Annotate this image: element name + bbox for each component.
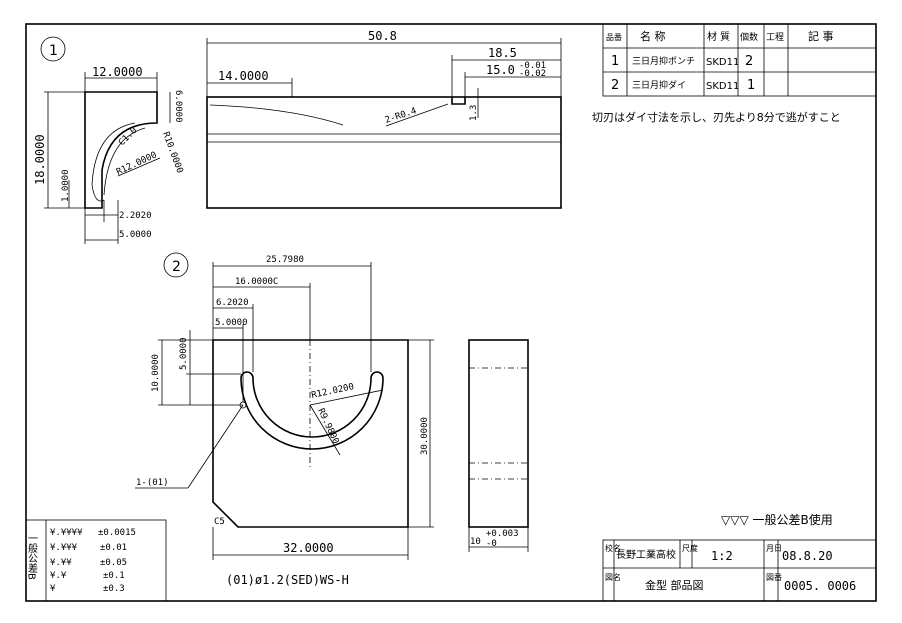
part2-label: 2 bbox=[172, 259, 181, 275]
dim-15: 15.0 bbox=[486, 63, 515, 77]
tb-scale: 1:2 bbox=[711, 549, 733, 563]
dim-5: 5.0000 bbox=[119, 230, 152, 240]
table-header-process: 工程 bbox=[766, 32, 784, 43]
callout-01: 1-(01) bbox=[136, 478, 169, 488]
dim-2202: 2.2020 bbox=[119, 211, 152, 221]
dim-thickness-tol-lower: -0 bbox=[486, 539, 497, 549]
tol-val-3: ±0.1 bbox=[103, 571, 125, 581]
view1-side: 2-R0.4 50.8 14.0000 18.5 15.0 -0.01 -0.0… bbox=[206, 29, 562, 209]
view2-front: R12.0200 R9.9800 C5 1-(01) 25.7980 16.00… bbox=[135, 255, 434, 587]
dim-1-3: 1.3 bbox=[469, 105, 479, 121]
table-header-name: 名 称 bbox=[640, 29, 666, 43]
dim-r9-98: R9.9800 bbox=[315, 407, 340, 446]
dim-16: 16.0000C bbox=[235, 277, 278, 287]
dim-18-5: 18.5 bbox=[488, 46, 517, 60]
tolerance-box: 一般公差B ¥.¥¥¥¥ ±0.0015 ¥.¥¥¥ ±0.01 ¥.¥¥ ±0… bbox=[26, 519, 167, 602]
dim-c5: C5 bbox=[214, 517, 225, 527]
dim-25-798: 25.7980 bbox=[266, 255, 304, 265]
title-block: 校名 長野工業高校 尺度 1:2 月日 08.8.20 図名 金型 部品図 図番… bbox=[602, 539, 877, 602]
tb-drawing-number: 0005. 0006 bbox=[784, 579, 856, 593]
part1-balloon bbox=[40, 36, 66, 62]
tol-val-0: ±0.0015 bbox=[98, 528, 136, 538]
table-row2-no: 2 bbox=[611, 78, 619, 93]
cutting-note: 切刃はダイ寸法を示し、刃先より8分で逃がすこと bbox=[592, 110, 841, 124]
dim-5-y: 5.0000 bbox=[179, 337, 189, 370]
view1-front: 12.0000 6.0000 R10.0000 C1.0 R12.0000 18… bbox=[33, 65, 184, 244]
dim-6-202: 6.2020 bbox=[216, 298, 249, 308]
tol-fmt-1: ¥.¥¥¥ bbox=[50, 543, 78, 553]
dim-r12: R12.0000 bbox=[115, 150, 159, 177]
dim-thickness: 10 bbox=[470, 537, 481, 547]
tol-fmt-4: ¥ bbox=[50, 584, 56, 594]
tb-scale-label: 尺度 bbox=[682, 543, 698, 553]
tol-val-4: ±0.3 bbox=[103, 584, 125, 594]
tb-drawing-name: 金型 部品図 bbox=[645, 578, 704, 592]
table-row1-name: 三日月抑ポンチ bbox=[632, 55, 695, 67]
dim-14: 14.0000 bbox=[218, 69, 269, 83]
dim-32: 32.0000 bbox=[283, 541, 334, 555]
dim-15-tol-upper: -0.01 bbox=[519, 61, 546, 71]
dim-r12-02: R12.0200 bbox=[311, 382, 355, 401]
tolerance-title: 一般公差B bbox=[26, 533, 38, 580]
table-header-qty: 個数 bbox=[740, 31, 758, 43]
table-row2-qty: 1 bbox=[747, 78, 755, 93]
table-header-remarks: 記 事 bbox=[808, 29, 834, 43]
dim-10: 10.0000 bbox=[151, 354, 161, 392]
dim-50-8: 50.8 bbox=[368, 29, 397, 43]
tb-drawing-label: 図名 bbox=[605, 572, 621, 582]
parts-table: 品番 名 称 材 質 個数 工程 記 事 1 三日月抑ポンチ SKD11 2 2… bbox=[602, 23, 877, 97]
finish-note: ▽▽▽ 一般公差B使用 bbox=[721, 512, 833, 527]
tol-fmt-2: ¥.¥¥ bbox=[50, 558, 72, 568]
tol-fmt-0: ¥.¥¥¥¥ bbox=[50, 528, 83, 538]
dim-fillet: 2-R0.4 bbox=[384, 106, 418, 126]
dim-6: 6.0000 bbox=[173, 90, 183, 123]
table-header-no: 品番 bbox=[606, 32, 622, 42]
view2-side: 10 +0.003 -0 bbox=[468, 339, 529, 552]
tol-val-1: ±0.01 bbox=[100, 543, 127, 553]
dim-thickness-tol-upper: +0.003 bbox=[486, 529, 519, 539]
tol-fmt-3: ¥.¥ bbox=[50, 571, 67, 581]
dim-c1: C1.0 bbox=[117, 126, 139, 148]
tol-val-2: ±0.05 bbox=[100, 558, 127, 568]
table-row2-material: SKD11 bbox=[706, 81, 739, 92]
table-row1-material: SKD11 bbox=[706, 57, 739, 68]
table-header-material: 材 質 bbox=[707, 30, 730, 43]
table-row1-qty: 2 bbox=[745, 54, 753, 69]
dim-1: 1.0000 bbox=[61, 169, 71, 202]
dim-r10: R10.0000 bbox=[160, 131, 184, 175]
dim-18: 18.0000 bbox=[33, 134, 47, 185]
table-row1-no: 1 bbox=[611, 54, 619, 69]
tb-school-label: 校名 bbox=[605, 543, 621, 553]
tb-school: 長野工業高校 bbox=[616, 548, 676, 561]
tb-date-label: 月日 bbox=[766, 544, 782, 553]
dim-30: 30.0000 bbox=[420, 417, 430, 455]
part2-balloon bbox=[163, 252, 189, 278]
wire-note: (01)ø1.2(SED)WS-H bbox=[226, 573, 349, 587]
dim-5-x: 5.0000 bbox=[215, 318, 248, 328]
tb-number-label: 図番 bbox=[766, 572, 782, 582]
sheet-border bbox=[25, 23, 877, 602]
dim-12: 12.0000 bbox=[92, 65, 143, 79]
tb-date: 08.8.20 bbox=[782, 549, 833, 563]
table-row2-name: 三日月抑ダイ bbox=[632, 79, 686, 91]
dim-15-tol-lower: -0.02 bbox=[519, 69, 546, 79]
part1-label: 1 bbox=[49, 43, 58, 59]
